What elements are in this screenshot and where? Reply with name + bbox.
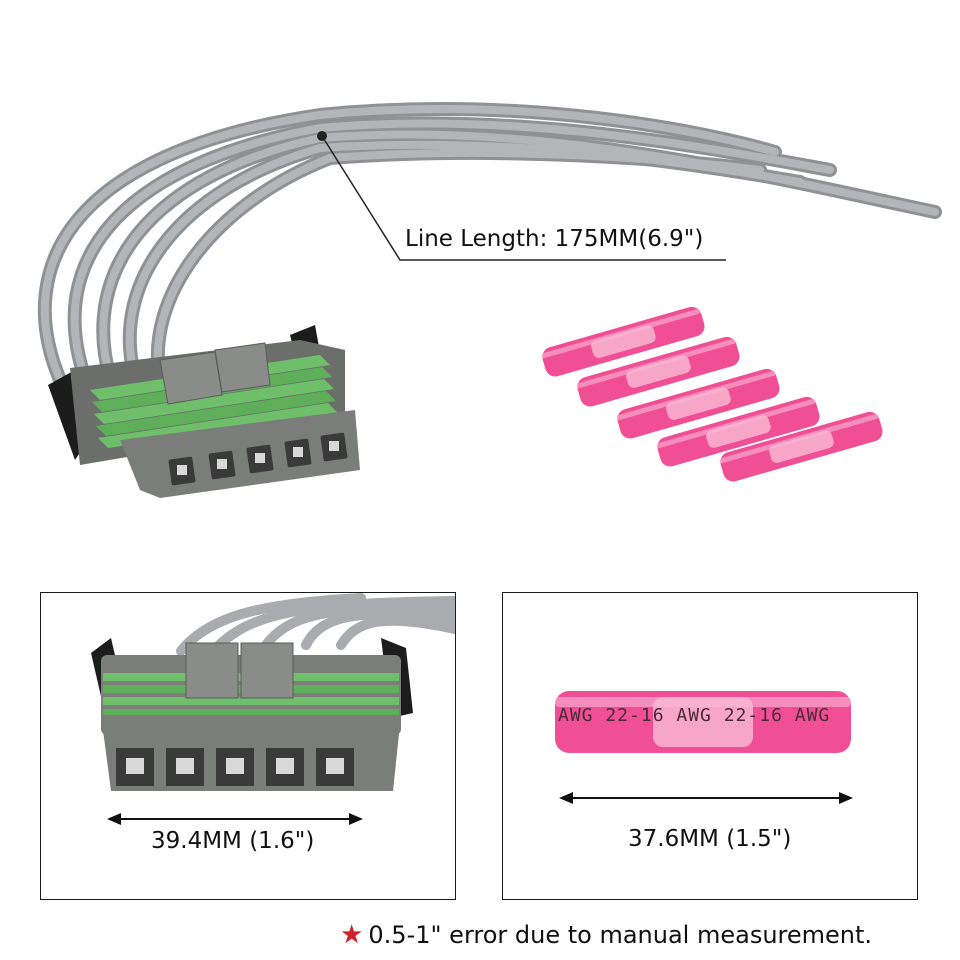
line-length-label: Line Length: 175MM(6.9") <box>405 226 704 252</box>
splice-closeup <box>555 691 853 804</box>
splice-printed-text: AWG 22-16 AWG 22-16 AWG <box>558 705 831 726</box>
star-icon: ★ <box>340 920 364 950</box>
splice-width-label: 37.6MM (1.5") <box>628 826 792 852</box>
connector-detail-box: 39.4MM (1.6") <box>40 592 456 900</box>
footnote: ★ 0.5-1" error due to manual measurement… <box>340 920 872 950</box>
splice-detail-box: AWG 22-16 AWG 22-16 AWG 37.6MM (1.5") <box>502 592 918 900</box>
footnote-text: 0.5-1" error due to manual measurement. <box>368 921 873 949</box>
connector-width-label: 39.4MM (1.6") <box>151 828 315 854</box>
connector-closeup <box>91 593 455 825</box>
